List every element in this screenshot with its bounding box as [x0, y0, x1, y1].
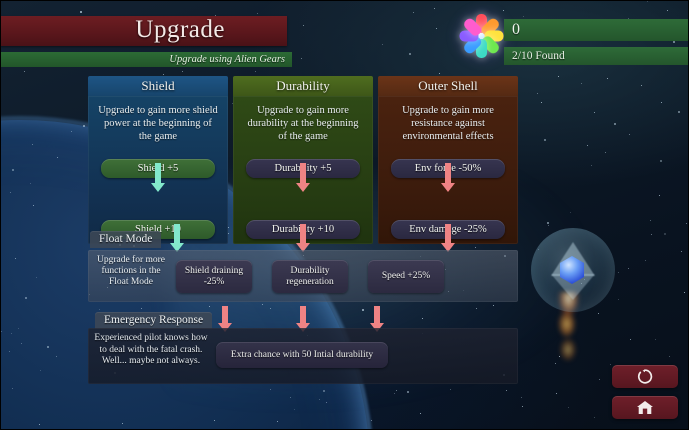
- alien-gear-icon: [456, 10, 508, 62]
- column-description-durability: Upgrade to gain more durability at the b…: [247, 105, 359, 142]
- float-mode-button-durability-regeneration[interactable]: Durability regeneration: [272, 260, 348, 293]
- page-subtitle: Upgrade using Alien Gears: [169, 54, 285, 65]
- section-label-float-mode: Float Mode: [90, 231, 162, 248]
- page-title: Upgrade: [135, 16, 225, 43]
- float-mode-button-speed[interactable]: Speed +25%: [368, 260, 444, 293]
- column-description-shield: Upgrade to gain more shield power at the…: [98, 105, 218, 142]
- float-mode-description: Upgrade for more functions in the Float …: [96, 255, 166, 287]
- emergency-response-button[interactable]: Extra chance with 50 Intial durability: [216, 342, 388, 368]
- emergency-response-description: Experienced pilot knows how to deal with…: [94, 333, 208, 366]
- upgrade-column-shield: Shield Upgrade to gain more shield power…: [88, 76, 228, 244]
- column-header-durability: Durability: [233, 76, 373, 96]
- home-button[interactable]: [612, 396, 678, 419]
- float-mode-button-shield-draining[interactable]: Shield draining -25%: [176, 260, 252, 293]
- column-header-outer-shell: Outer Shell: [378, 76, 518, 96]
- outer-shell-upgrade-button-2[interactable]: Env damage -25%: [391, 220, 505, 239]
- emergency-response-panel: Experienced pilot knows how to deal with…: [88, 328, 518, 384]
- home-icon: [637, 401, 653, 414]
- shield-upgrade-button-1[interactable]: Shield +5: [101, 159, 215, 178]
- section-label-emergency-response: Emergency Response: [95, 312, 213, 329]
- column-body-outer-shell: Upgrade to gain more resistance against …: [378, 96, 518, 244]
- upgrade-column-outer-shell: Outer Shell Upgrade to gain more resista…: [378, 76, 518, 244]
- durability-upgrade-button-2[interactable]: Durability +10: [246, 220, 360, 239]
- durability-upgrade-button-1[interactable]: Durability +5: [246, 159, 360, 178]
- restart-button[interactable]: [612, 365, 678, 388]
- outer-shell-upgrade-button-1[interactable]: Env force -50%: [391, 159, 505, 178]
- gear-found-bar: [504, 47, 689, 65]
- column-description-outer-shell: Upgrade to gain more resistance against …: [402, 105, 494, 142]
- restart-icon: [637, 369, 653, 384]
- gear-found-label: 2/10 Found: [512, 50, 565, 62]
- column-body-shield: Upgrade to gain more shield power at the…: [88, 96, 228, 244]
- subtitle-banner: [0, 52, 292, 67]
- gear-count-bar: [504, 19, 689, 41]
- column-header-shield: Shield: [88, 76, 228, 96]
- gear-petal: [476, 14, 487, 33]
- column-body-durability: Upgrade to gain more durability at the b…: [233, 96, 373, 244]
- gear-count-value: 0: [512, 21, 520, 38]
- title-banner: [0, 16, 287, 46]
- upgrade-column-durability: Durability Upgrade to gain more durabili…: [233, 76, 373, 244]
- float-mode-panel: Upgrade for more functions in the Float …: [88, 250, 518, 302]
